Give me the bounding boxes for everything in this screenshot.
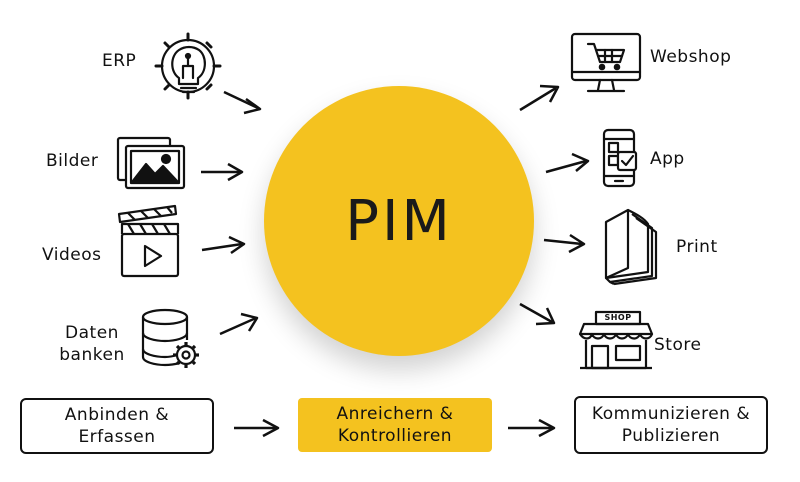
process-step-anreichern: Anreichern & Kontrollieren (298, 398, 492, 452)
output-label-print: Print (676, 237, 718, 257)
process-step-kommunizieren-line1: Kommunizieren & (591, 404, 751, 424)
input-label-videos: Videos (42, 245, 102, 265)
database-gear-icon (141, 308, 199, 368)
arrow-erp-to-pim (223, 90, 262, 115)
smartphone-icon (602, 128, 638, 188)
arrow-pim-to-print (543, 233, 586, 254)
process-step-anbinden: Anbinden & Erfassen (20, 398, 214, 454)
process-step-kommunizieren: Kommunizieren & Publizieren (574, 396, 768, 454)
process-step-anreichern-line1: Anreichern & (336, 404, 454, 424)
output-label-store: Store (654, 335, 702, 355)
output-label-app: App (650, 149, 685, 169)
pim-circle: PIM (264, 86, 534, 356)
arrow-step1-to-step2 (234, 418, 280, 438)
arrow-videos-to-pim (201, 235, 246, 255)
process-step-anbinden-line2: Erfassen (78, 427, 156, 447)
arrow-pim-to-store (519, 302, 556, 326)
lightbulb-gear-icon (154, 32, 222, 100)
process-step-kommunizieren-line2: Publizieren (621, 426, 721, 446)
input-label-datenbanken: Daten banken (58, 322, 126, 366)
arrow-pim-to-webshop (519, 84, 560, 112)
process-step-anreichern-line2: Kontrollieren (337, 426, 453, 446)
arrow-step2-to-step3 (508, 418, 556, 438)
input-label-erp: ERP (102, 51, 137, 71)
monitor-cart-icon (570, 32, 642, 93)
input-label-datenbanken-line2: banken (59, 345, 125, 365)
pim-label: PIM (345, 188, 453, 254)
shop-icon (578, 310, 654, 370)
clapperboard-icon (117, 204, 180, 278)
input-label-datenbanken-line1: Daten (65, 323, 119, 343)
arrow-datenbanken-to-pim (219, 312, 259, 336)
process-step-anbinden-line1: Anbinden & (64, 405, 170, 425)
output-label-webshop: Webshop (650, 47, 732, 67)
images-icon (116, 136, 186, 190)
arrow-bilder-to-pim (201, 162, 244, 182)
shop-sign-text: SHOP (604, 313, 632, 322)
input-label-bilder: Bilder (46, 151, 99, 171)
book-icon (604, 208, 658, 286)
arrow-pim-to-app (545, 152, 590, 174)
